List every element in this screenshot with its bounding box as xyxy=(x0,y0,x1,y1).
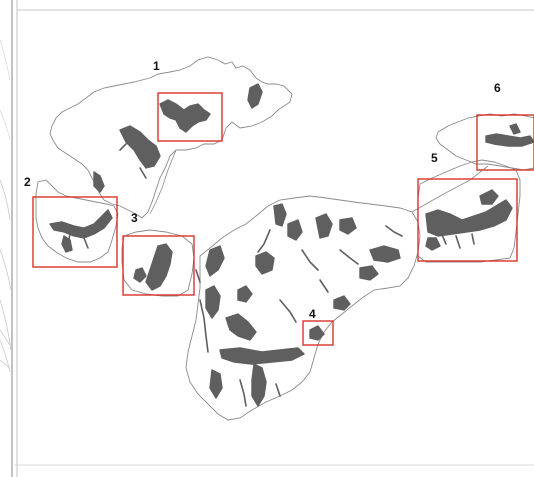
region-label-1: 1 xyxy=(153,59,160,73)
settlement-central-g xyxy=(273,203,287,227)
region-label-6: 6 xyxy=(494,81,501,95)
settlement-region2 xyxy=(49,209,113,239)
settlement-fragments xyxy=(67,139,475,407)
settlement-region2-b xyxy=(61,235,73,253)
boundary-central xyxy=(185,195,421,421)
settlement-central-h xyxy=(287,219,303,241)
edge-decoration xyxy=(0,179,12,373)
settlement-areas xyxy=(49,83,534,407)
boundary-east xyxy=(417,159,521,263)
settlement-region3 xyxy=(145,243,173,291)
highlight-box-4 xyxy=(302,320,334,346)
settlement-central-f xyxy=(209,369,223,399)
settlement-region6 xyxy=(485,133,534,147)
region-label-5: 5 xyxy=(431,151,438,165)
edge-decoration-2 xyxy=(0,39,11,141)
settlement-region5-b xyxy=(479,189,499,205)
region-labels: 1 2 3 4 5 6 xyxy=(24,59,501,321)
settlement-region1-b xyxy=(247,83,263,109)
highlight-box-6 xyxy=(476,114,534,171)
settlement-central-i xyxy=(255,251,275,275)
highlight-box-2 xyxy=(32,196,118,268)
settlement-central-j xyxy=(315,213,333,239)
highlight-box-1 xyxy=(157,92,223,142)
boundary-northeast xyxy=(435,113,534,171)
region-label-3: 3 xyxy=(131,211,138,225)
settlement-central-d xyxy=(219,347,305,365)
settlement-central-k xyxy=(339,217,357,235)
highlight-box-3 xyxy=(122,235,195,296)
highlight-boxes xyxy=(32,92,534,346)
boundary-northwest xyxy=(49,56,293,219)
settlement-central-o xyxy=(237,285,253,303)
settlement-region1-c xyxy=(119,125,161,169)
settlement-central-b xyxy=(205,285,221,319)
settlement-central-a xyxy=(205,245,225,277)
highlight-box-5 xyxy=(417,178,518,262)
settlement-region4 xyxy=(309,325,325,341)
road-line xyxy=(149,149,489,215)
settlement-central-l xyxy=(369,245,401,263)
region-label-4: 4 xyxy=(309,307,316,321)
settlement-central-c xyxy=(225,313,257,341)
settlement-central-n xyxy=(333,295,351,311)
settlement-region6-b xyxy=(509,123,521,135)
settlement-region5-c xyxy=(425,237,441,251)
settlement-central-e xyxy=(251,363,267,407)
settlement-region1-d xyxy=(93,171,105,193)
region-label-2: 2 xyxy=(24,175,31,189)
settlement-region1 xyxy=(159,99,211,133)
settlement-central-m xyxy=(359,265,379,281)
settlement-region5 xyxy=(425,199,513,237)
settlement-region3-b xyxy=(133,267,147,283)
